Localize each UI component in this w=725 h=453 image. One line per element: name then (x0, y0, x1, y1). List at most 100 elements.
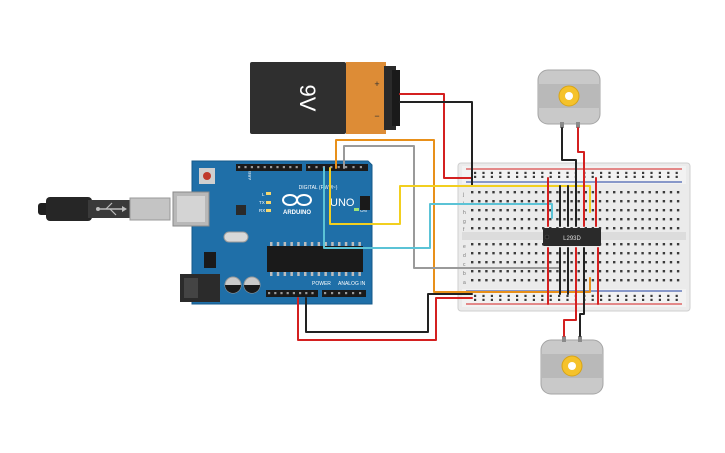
chip-leg (297, 242, 300, 246)
chip-leg (310, 242, 314, 246)
digital-header-left[interactable] (236, 164, 302, 171)
chip-leg (310, 272, 314, 276)
breadboard-hole (627, 252, 630, 255)
reset-button-cap[interactable] (203, 172, 211, 180)
breadboard-hole (634, 209, 637, 212)
breadboard-hole (570, 252, 573, 255)
rail-hole (507, 171, 510, 174)
usb-chip (236, 205, 246, 215)
breadboard-hole (627, 227, 630, 230)
breadboard-hole (485, 227, 488, 230)
breadboard-hole (520, 270, 524, 273)
breadboard-hole (506, 200, 509, 203)
breadboard-hole (577, 209, 580, 212)
breadboard-hole (520, 209, 524, 212)
breadboard-hole (499, 252, 502, 255)
breadboard-hole (478, 227, 481, 230)
wire-battery-positive[interactable] (399, 93, 473, 179)
battery-body (250, 62, 346, 134)
analog-pin (331, 292, 334, 295)
breadboard-hole (506, 227, 509, 230)
rail-hole (516, 298, 519, 301)
power-pin (292, 292, 295, 295)
breadboard-hole (591, 261, 595, 264)
breadboard-hole (641, 243, 644, 246)
digital-pins[interactable] (238, 166, 362, 169)
analog-pin (345, 292, 348, 295)
breadboard-hole (492, 200, 495, 203)
breadboard-hole (577, 252, 580, 255)
wire-motor-bottom-2[interactable] (579, 247, 585, 337)
rail-hole (566, 171, 569, 174)
rail-hole (524, 298, 527, 301)
breadboard-hole (471, 218, 474, 221)
chip-leg (358, 242, 361, 246)
breadboard-hole (605, 218, 609, 221)
wire-motor-bottom-1[interactable] (563, 247, 577, 337)
breadboard-hole (534, 261, 538, 264)
breadboard-holes[interactable] (471, 171, 680, 301)
breadboard-hole (662, 243, 666, 246)
breadboard-hole (492, 252, 495, 255)
analog-header[interactable] (322, 290, 366, 297)
rail-hole (642, 294, 645, 297)
breadboard-hole (556, 209, 559, 212)
breadboard-hole (584, 279, 587, 282)
chip-leg (276, 242, 280, 246)
dc-motor-top[interactable] (537, 69, 601, 128)
breadboard-hole (534, 200, 538, 203)
wires[interactable] (297, 93, 599, 341)
rail-hole (524, 294, 527, 297)
breadboard-hole (655, 209, 658, 212)
tx-label: TX (259, 200, 265, 205)
usb-cable[interactable] (38, 197, 171, 221)
breadboard-hole (499, 227, 502, 230)
chip-notch (544, 234, 550, 240)
power-analog-pins[interactable] (268, 292, 362, 295)
breadboard-hole (485, 191, 488, 194)
breadboard-hole (534, 270, 538, 273)
wire-yellow[interactable] (329, 167, 591, 225)
battery-9v[interactable]: 9V + − (250, 62, 400, 134)
l293d-chip[interactable]: L293D (543, 228, 601, 246)
wire-orange[interactable] (335, 139, 591, 293)
voltage-regulator (204, 252, 216, 268)
breadboard-hole (620, 218, 623, 221)
row-letter-c: c (463, 262, 466, 268)
breadboard-hole (634, 200, 637, 203)
power-header[interactable] (266, 290, 318, 297)
motor-top-gear-icon (558, 85, 580, 107)
wire-motor-top-2[interactable] (577, 127, 585, 227)
breadboard-hole (499, 261, 502, 264)
breadboard-hole (669, 209, 673, 212)
breadboard-hole (471, 279, 474, 282)
breadboard-hole (662, 279, 666, 282)
wire-cyan[interactable] (323, 167, 553, 249)
aref-label: AREF (247, 169, 252, 180)
breadboard-hole (492, 243, 495, 246)
rail-hole (490, 298, 493, 301)
breadboard-hole (605, 270, 609, 273)
digital-label: DIGITAL (PWM~) (299, 185, 338, 191)
dc-motor-bottom[interactable] (540, 336, 604, 395)
rail-hole (532, 298, 535, 301)
wire-motor-top-1[interactable] (561, 127, 577, 227)
row-letter-j: j (462, 192, 464, 198)
rail-hole (532, 171, 535, 174)
breadboard-hole (506, 261, 509, 264)
arduino-uno-board[interactable]: ARDUINO UNO DIGITAL (PWM~) AREF POWER AN… (172, 160, 373, 305)
rail-hole (482, 294, 485, 297)
breadboard-hole (584, 200, 587, 203)
arduino-model: UNO (330, 197, 355, 209)
rail-hole (524, 171, 527, 174)
wire-battery-negative[interactable] (399, 101, 473, 187)
wire-5v[interactable] (297, 297, 473, 341)
wire-gray[interactable] (343, 145, 561, 269)
wire-gnd[interactable] (305, 293, 473, 333)
breadboard-hole (478, 279, 481, 282)
breadboard-hole (584, 270, 587, 273)
chip-leg (297, 272, 300, 276)
power-pin (274, 292, 277, 295)
chip-leg (351, 242, 355, 246)
